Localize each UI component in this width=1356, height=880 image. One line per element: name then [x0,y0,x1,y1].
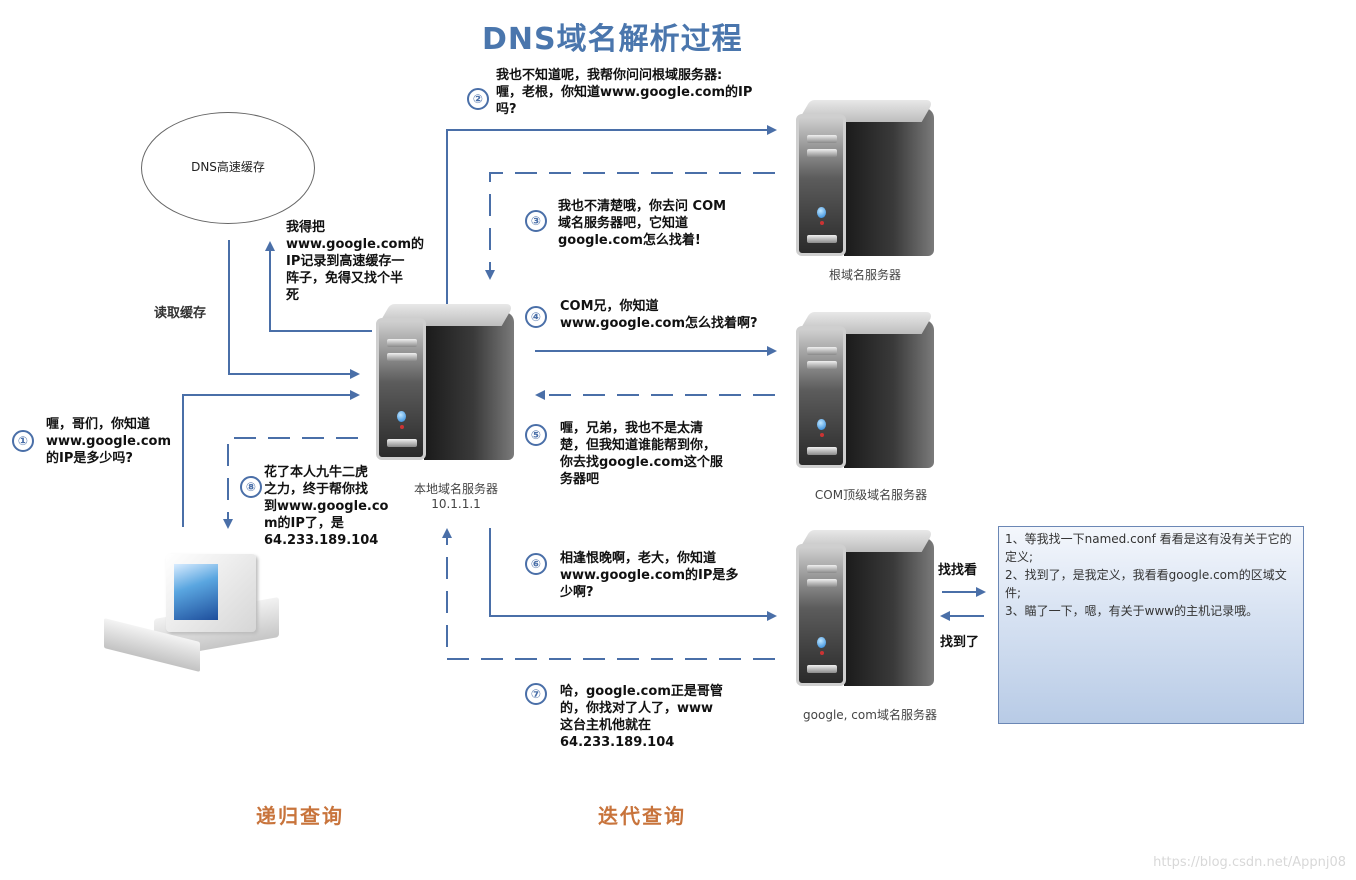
arrow-step-2 [446,125,777,318]
arrow-step-6 [489,528,777,621]
step-7-badge: ⑦ [525,683,547,705]
watermark: https://blog.csdn.net/Appnj08 [1153,855,1346,870]
cache-write-note: 我得把 www.google.com的 IP记录到高速缓存一 阵子，免得又找个半… [286,220,425,303]
note-line-2: 2、找到了，是我定义，我看看google.com的区域文件; [1005,568,1287,600]
arrow-cache-read [228,240,360,379]
note-line-1: 1、等我找一下named.conf 看看是这有没有关于它的定义; [1005,532,1292,564]
local-dns-server-icon [376,304,516,464]
arrow-step-1 [182,390,360,527]
lookup-search-label: 找找看 [938,563,978,578]
step-6-text: 相逢恨晚啊，老大，你知道 www.google.com的IP是多 少啊? [560,551,739,600]
dns-cache-label: DNS高速缓存 [191,160,265,174]
arrow-step-7 [442,528,775,660]
step-2-badge: ② [467,88,489,110]
lookup-found-label: 找到了 [940,635,980,650]
diagram-title: DNS域名解析过程 [482,22,743,57]
step-3-badge: ③ [525,210,547,232]
arrow-step-3 [485,172,775,280]
step-5-badge: ⑤ [525,424,547,446]
step-8-badge: ⑧ [240,476,262,498]
arrow-step-8 [223,437,358,529]
step-7-text: 哈，google.com正是哥管 的，你找对了人了，www 这台主机他就在 64… [560,684,723,750]
client-computer-icon [104,546,284,676]
step-2-text: 我也不知道呢，我帮你问问根域服务器: 喱，老根，你知道www.google.co… [496,68,753,117]
com-dns-server-label: COM顶级域名服务器 [814,488,928,502]
step-6-badge: ⑥ [525,553,547,575]
recursive-query-label: 递归查询 [256,804,344,828]
dns-cache-node [141,112,315,224]
cache-read-label: 读取缓存 [154,306,207,321]
local-dns-server-label: 本地域名服务器 10.1.1.1 [413,482,498,511]
step-1-badge: ① [12,430,34,452]
google-dns-server-icon [796,530,936,690]
step-3-text: 我也不清楚哦，你去问 COM 域名服务器吧，它知道 google.com怎么找着… [558,199,727,248]
google-dns-server-label: google, com域名服务器 [803,708,937,722]
root-dns-server-label: 根域名服务器 [828,268,901,282]
root-dns-server-icon [796,100,936,260]
iterative-query-label: 迭代查询 [598,804,686,828]
step-1-text: 喱，哥们，你知道 www.google.com 的IP是多少吗? [46,417,172,466]
step-4-text: COM兄，你知道 www.google.com怎么找着啊? [560,299,758,331]
step-5-text: 喱，兄弟，我也不是太清 楚，但我知道谁能帮到你， 你去找google.com这个… [560,421,723,487]
step-4-badge: ④ [525,306,547,328]
com-dns-server-icon [796,312,936,472]
arrow-cache-write [265,241,372,332]
step-8-text: 花了本人九牛二虎 之力，终于帮你找 到www.google.co m的IP了，是… [264,465,389,548]
zone-lookup-note-box: 1、等我找一下named.conf 看看是这有没有关于它的定义; 2、找到了，是… [998,526,1304,724]
note-line-3: 3、瞄了一下，嗯，有关于www的主机记录哦。 [1005,604,1259,618]
